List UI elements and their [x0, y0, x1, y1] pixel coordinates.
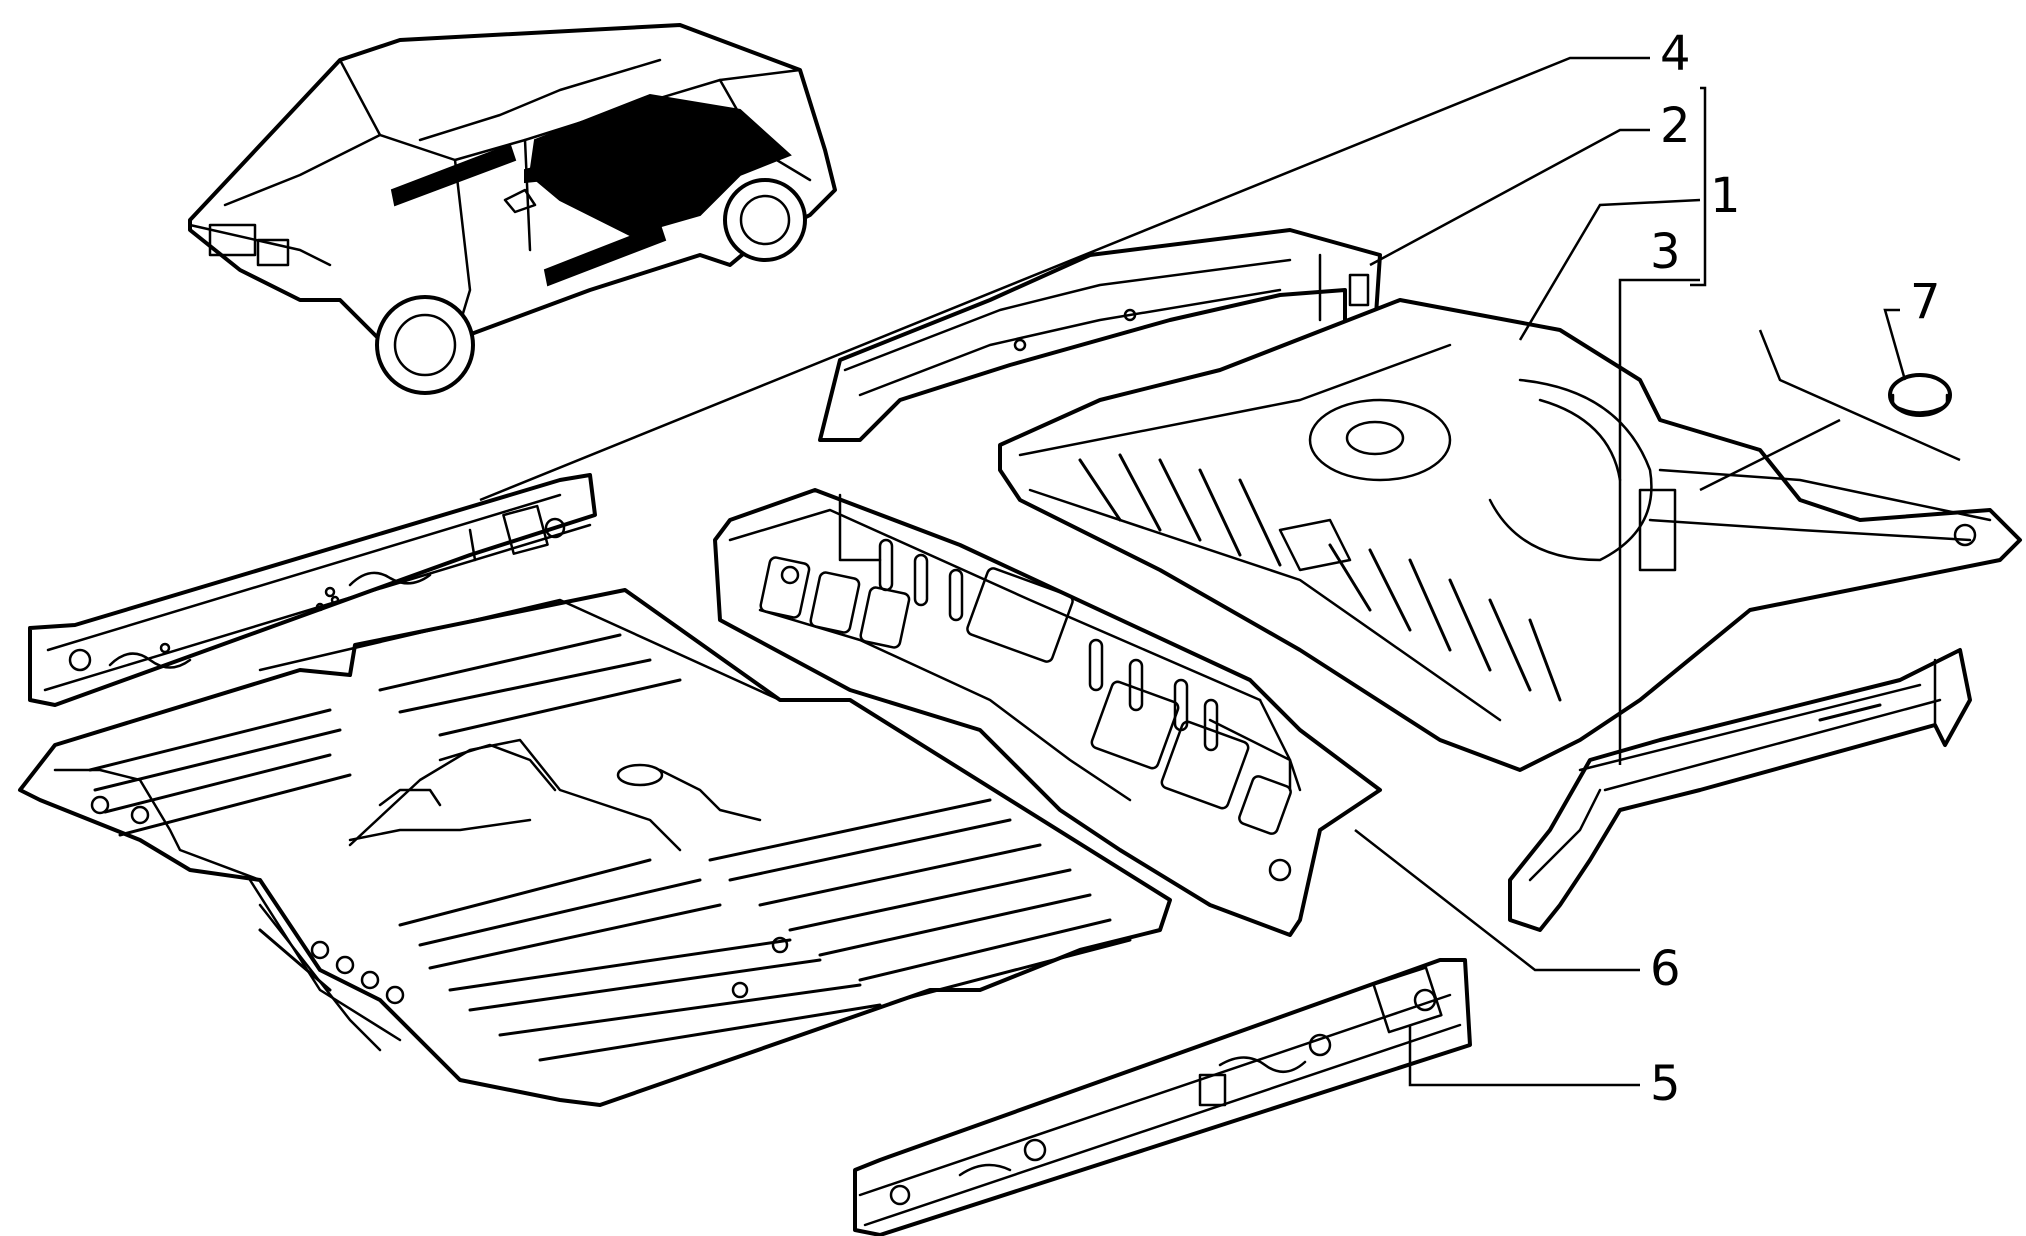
part-7-plug — [1888, 373, 1952, 417]
sill-highlight — [543, 223, 667, 287]
callout-3: 3 — [1650, 224, 1681, 280]
part-1-rear-floor — [998, 298, 2022, 772]
cross-member-cutouts — [759, 538, 1292, 835]
callout-labels: 4 2 1 3 7 6 5 — [1650, 26, 1941, 1112]
floor-highlight-front — [390, 143, 517, 207]
floor-ribs-left — [88, 708, 882, 1062]
callout-6: 6 — [1650, 941, 1681, 997]
callout-4: 4 — [1660, 26, 1691, 82]
floor-highlight-center — [528, 93, 792, 237]
part-6-cross-member — [713, 488, 1382, 937]
leader-lines — [479, 56, 1961, 1087]
rear-floor-ribs — [1078, 453, 1562, 702]
floor-ribs-right — [378, 633, 1132, 1002]
car-overview-illustration — [188, 23, 837, 395]
callout-2: 2 — [1660, 98, 1691, 154]
callout-1: 1 — [1710, 168, 1741, 224]
part-4-left-sill — [28, 473, 597, 707]
part-3-rear-member — [1508, 648, 1972, 932]
front-floor-pan — [18, 588, 1172, 1107]
callout-5: 5 — [1650, 1056, 1681, 1112]
part-5-right-sill — [853, 958, 1472, 1236]
callout-7: 7 — [1910, 274, 1941, 330]
